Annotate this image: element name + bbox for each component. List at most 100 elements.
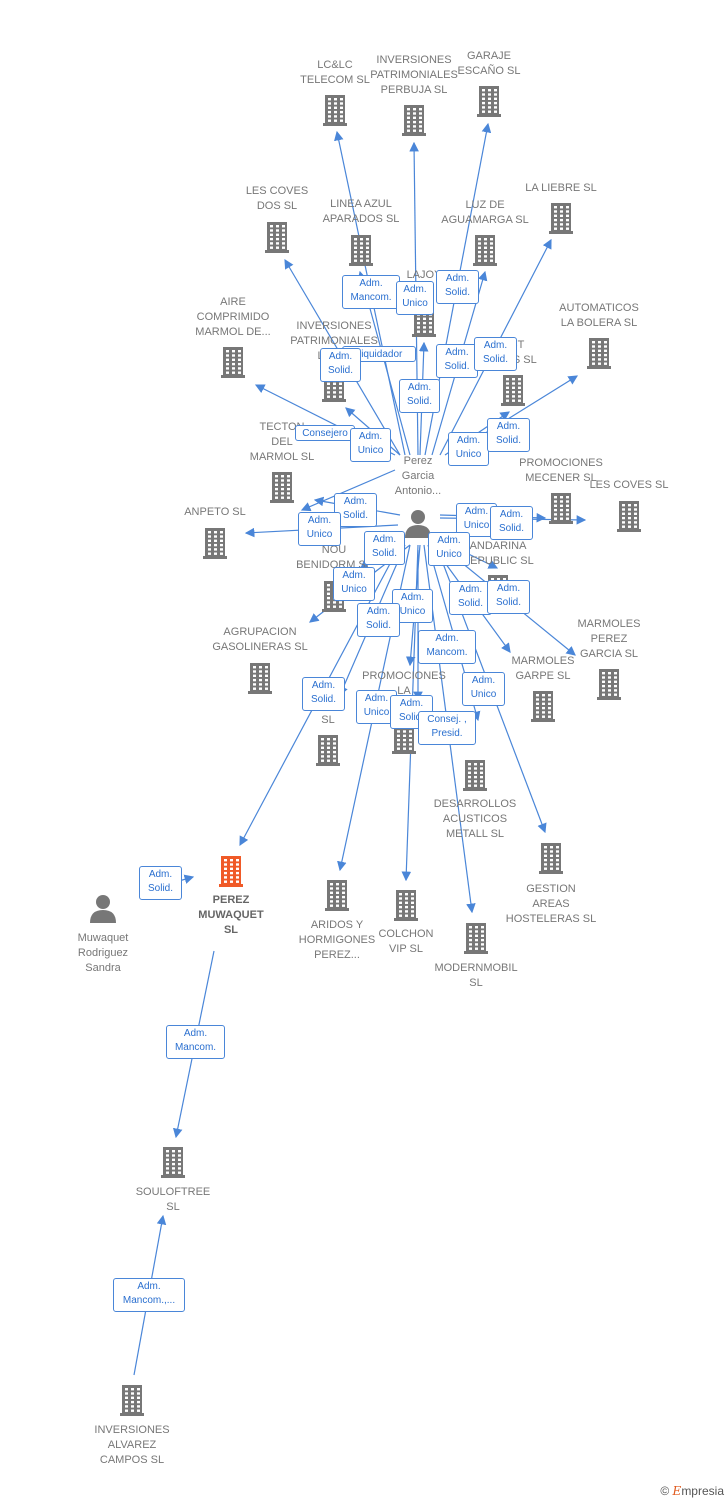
- node-garpe-icon[interactable]: [483, 689, 603, 723]
- node-marmolesperez-icon[interactable]: [549, 667, 669, 701]
- node-lajoya: LAJOY: [364, 268, 484, 283]
- role-label: Adm. Solid.: [320, 348, 361, 382]
- node-liebre-icon[interactable]: [501, 201, 621, 235]
- node-garpe: MARMOLES GARPE SL: [483, 654, 603, 684]
- node-label[interactable]: ARIDOS Y HORMIGONES PEREZ...: [298, 919, 376, 961]
- role-label: Adm. Unico: [396, 281, 434, 315]
- node-tecton: TECTON DEL MARMOL SL: [222, 420, 342, 465]
- node-muwaquet: Muwaquet Rodriguez Sandra: [43, 931, 163, 976]
- node-label[interactable]: GESTION AREAS HOSTELERAS SL: [505, 883, 597, 925]
- role-label: Adm. Solid.: [139, 866, 182, 900]
- node-liebre: LA LIEBRE SL: [501, 181, 621, 196]
- node-label[interactable]: LES COVES SL: [589, 479, 669, 491]
- role-label: Adm. Solid.: [302, 677, 345, 711]
- node-label[interactable]: LINEA AZUL APARADOS SL: [322, 198, 400, 225]
- node-invalvarez: INVERSIONES ALVAREZ CAMPOS SL: [72, 1423, 192, 1468]
- node-agrupacion: AGRUPACION GASOLINERAS SL: [200, 625, 320, 655]
- node-lescoves-icon[interactable]: [217, 220, 337, 254]
- node-label[interactable]: COLCHON VIP SL: [378, 928, 434, 955]
- node-gestion-icon[interactable]: [491, 841, 611, 875]
- node-label[interactable]: LA LIEBRE SL: [525, 182, 597, 194]
- role-label: Adm. Solid.: [357, 603, 400, 637]
- node-label[interactable]: TECTON DEL MARMOL SL: [249, 421, 315, 463]
- center-person-label[interactable]: Perez Garcia Antonio...: [394, 455, 442, 497]
- building-icon: [221, 347, 245, 378]
- node-label[interactable]: LUZ DE AGUAMARGA SL: [441, 199, 529, 226]
- node-colchon: COLCHON VIP SL: [346, 927, 466, 957]
- node-modern: MODERNMOBIL SL: [416, 961, 536, 991]
- building-icon: [477, 86, 501, 117]
- node-label[interactable]: ANDARINA REPUBLIC SL: [462, 540, 534, 567]
- node-aridos-icon[interactable]: [277, 878, 397, 912]
- node-muwaquet-icon[interactable]: [43, 893, 163, 923]
- building-icon: [531, 691, 555, 722]
- role-label: Adm. Unico: [448, 432, 489, 466]
- person-icon: [90, 895, 116, 923]
- node-label[interactable]: LC&LC TELECOM SL: [300, 59, 370, 86]
- node-label[interactable]: DESARROLLOS ACUSTICOS METALL SL: [433, 798, 517, 840]
- empresia-logo[interactable]: © Empresia: [660, 1484, 724, 1498]
- node-souloftree-icon[interactable]: [113, 1145, 233, 1179]
- node-label[interactable]: SOULOFTREE SL: [135, 1186, 211, 1213]
- role-label: Adm. Mancom.: [342, 275, 400, 309]
- node-label[interactable]: MODERNMOBIL SL: [434, 962, 518, 989]
- node-center-person[interactable]: [358, 508, 478, 538]
- node-label[interactable]: Muwaquet Rodriguez Sandra: [77, 932, 129, 974]
- node-perezmuw-icon[interactable]: [171, 854, 291, 888]
- node-label[interactable]: MARMOLES PEREZ GARCIA SL: [577, 618, 641, 660]
- building-icon: [539, 843, 563, 874]
- role-label: Adm. Solid.: [474, 337, 517, 371]
- node-automaticos-icon[interactable]: [539, 336, 659, 370]
- node-linea-icon[interactable]: [301, 233, 421, 267]
- role-label: Adm. Solid.: [487, 418, 530, 452]
- node-mandarina: ANDARINA REPUBLIC SL: [438, 539, 558, 569]
- person-icon: [405, 510, 431, 538]
- node-luz-icon[interactable]: [425, 233, 545, 267]
- node-agrupacion-icon[interactable]: [200, 661, 320, 695]
- node-label[interactable]: PROMOCIONES MECENER SL: [519, 457, 603, 484]
- node-garaje: GARAJE ESCAÑO SL: [429, 49, 549, 79]
- node-label[interactable]: GARAJE ESCAÑO SL: [457, 50, 521, 77]
- node-label[interactable]: INVERSIONES PATRIMONIALES PERBUJA SL: [370, 54, 458, 96]
- building-icon: [219, 856, 243, 887]
- node-tecton-icon[interactable]: [222, 470, 342, 504]
- building-icon: [501, 375, 525, 406]
- node-aire-icon[interactable]: [173, 345, 293, 379]
- node-label[interactable]: INVERSIONES ALVAREZ CAMPOS SL: [94, 1424, 170, 1466]
- node-mecener: PROMOCIONES MECENER SL: [501, 456, 621, 486]
- node-aire: AIRE COMPRIMIDO MARMOL DE...: [173, 295, 293, 340]
- node-label[interactable]: LES COVES DOS SL: [245, 185, 309, 212]
- node-colchon-icon[interactable]: [346, 888, 466, 922]
- building-icon: [265, 222, 289, 253]
- node-lescoves: LES COVES DOS SL: [217, 184, 337, 214]
- node-anpeto-icon[interactable]: [155, 526, 275, 560]
- node-mecener-icon[interactable]: [501, 491, 621, 525]
- node-label[interactable]: AGRUPACION GASOLINERAS SL: [212, 626, 308, 653]
- role-label: Adm. Solid.: [364, 531, 405, 565]
- node-lescoves2-icon[interactable]: [569, 499, 689, 533]
- building-icon: [248, 663, 272, 694]
- node-ras-icon[interactable]: [268, 733, 388, 767]
- building-icon: [549, 493, 573, 524]
- role-label: Adm. Solid.: [490, 506, 533, 540]
- role-label: Adm. Unico: [462, 672, 505, 706]
- node-label[interactable]: MARMOLES GARPE SL: [511, 655, 575, 682]
- center-person-label-wrap: Perez Garcia Antonio...: [358, 454, 478, 499]
- node-invalvarez-icon[interactable]: [72, 1383, 192, 1417]
- node-marmolesperez: MARMOLES PEREZ GARCIA SL: [549, 617, 669, 662]
- node-garaje-icon[interactable]: [429, 84, 549, 118]
- node-label[interactable]: ANPETO SL: [184, 506, 246, 518]
- building-icon: [597, 669, 621, 700]
- node-label[interactable]: AIRE COMPRIMIDO MARMOL DE...: [195, 296, 271, 338]
- node-compost-icon[interactable]: [453, 373, 573, 407]
- node-label[interactable]: PEREZ MUWAQUET SL: [198, 894, 264, 936]
- node-modern-icon[interactable]: [416, 921, 536, 955]
- role-label: Consejero: [295, 425, 355, 441]
- node-invperbuja-icon[interactable]: [354, 103, 474, 137]
- node-desarrollos-icon[interactable]: [415, 758, 535, 792]
- node-label[interactable]: AUTOMATICOS LA BOLERA SL: [559, 302, 639, 329]
- node-lclc-icon[interactable]: [275, 93, 395, 127]
- role-label: Adm. Unico: [428, 532, 470, 566]
- node-label[interactable]: LAJOY: [406, 269, 442, 281]
- node-linea: LINEA AZUL APARADOS SL: [301, 197, 421, 227]
